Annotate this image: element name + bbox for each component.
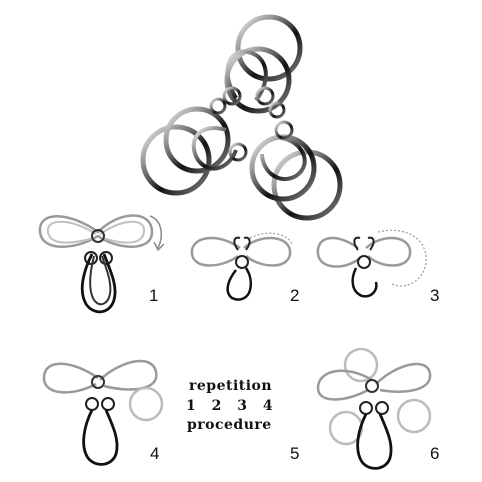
wire-loop-gray-dotted <box>377 229 427 287</box>
link-ring <box>91 375 105 389</box>
loose-ring-left <box>328 410 364 446</box>
ring-top-back <box>235 14 303 82</box>
assembled-puzzle-illustration <box>140 14 343 221</box>
step-number-6: 6 <box>430 444 440 463</box>
loose-ring-top <box>343 347 379 383</box>
procedure-label: procedure <box>187 417 272 433</box>
step-number-3: 3 <box>430 286 440 305</box>
wire-loop-black-inner <box>89 255 112 306</box>
wire-loop-black <box>351 267 378 298</box>
hook-left <box>353 236 361 251</box>
step-4-figure <box>42 359 164 466</box>
link-ring-4 <box>268 101 286 119</box>
step-number-1: 1 <box>149 286 159 305</box>
step-number-5: 5 <box>290 444 300 463</box>
repetition-steps: 1 2 3 4 <box>186 398 274 414</box>
wire-loop-gray <box>99 359 158 391</box>
step-1-figure <box>38 214 165 314</box>
link-ring <box>365 379 379 393</box>
teardrop-loop-left <box>191 126 238 171</box>
wire-loop-gray <box>190 236 241 267</box>
ring-left-back <box>140 124 212 196</box>
step-2-figure <box>190 232 293 301</box>
wire-loop-gray <box>38 214 154 248</box>
link-ring-5 <box>274 120 294 140</box>
hook-right <box>367 236 375 251</box>
wire-loop-black <box>80 253 117 314</box>
link-ring-2 <box>255 86 275 106</box>
wire-loop-gray <box>375 362 432 393</box>
step-6-figure <box>316 347 432 470</box>
step-3-figure <box>316 229 427 298</box>
ring-left-front <box>163 106 231 174</box>
step-number-4: 4 <box>150 444 160 463</box>
hook-left <box>233 236 241 251</box>
link-ring-1 <box>222 86 242 106</box>
link-ring <box>235 255 249 269</box>
rotate-arrow <box>149 215 165 252</box>
link-ring <box>85 397 99 411</box>
teardrop-loop-top <box>225 49 268 102</box>
link-ring <box>91 229 105 243</box>
wire-loop-gray <box>243 236 292 267</box>
loose-ring-right <box>396 398 432 434</box>
repetition-label: repetition <box>189 378 273 394</box>
wire-loop-gray <box>365 236 412 267</box>
link-ring-6 <box>228 142 248 162</box>
wire-loop-gray <box>316 236 361 268</box>
wire-loop-gray <box>316 369 373 401</box>
wire-loop-black <box>226 267 253 301</box>
link-ring <box>359 401 373 415</box>
link-ring <box>375 401 389 415</box>
wire-loop-gray-inner <box>46 220 146 244</box>
link-ring <box>101 397 115 411</box>
wire-loop-black <box>82 409 119 466</box>
link-ring-3 <box>209 97 227 115</box>
wire-loop-gray <box>42 362 99 394</box>
link-ring <box>99 251 113 265</box>
loose-ring <box>128 386 164 422</box>
link-ring <box>357 255 371 269</box>
hook-right <box>243 236 251 251</box>
teardrop-loop-right <box>260 136 307 182</box>
step-number-2: 2 <box>290 286 300 305</box>
wire-loop-black <box>356 413 393 470</box>
wire-loop-gray-dotted <box>249 232 293 245</box>
link-ring <box>84 251 98 265</box>
